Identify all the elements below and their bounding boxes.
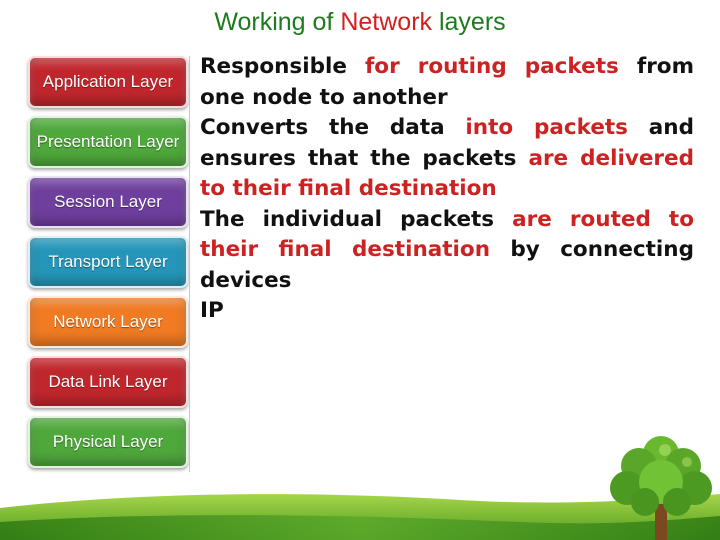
text-highlight: into packets bbox=[465, 115, 628, 140]
layer-network: Network Layer bbox=[28, 296, 188, 348]
text: Responsible bbox=[200, 54, 365, 79]
text: Converts the data bbox=[200, 115, 466, 140]
paragraph-packets: Converts the data into packets and ensur… bbox=[200, 113, 694, 205]
osi-layer-stack: Application Layer Presentation Layer Ses… bbox=[28, 56, 190, 474]
layer-label: Presentation Layer bbox=[36, 132, 180, 151]
paragraph-routed: The individual packets are routed to the… bbox=[200, 205, 694, 297]
slide-title: Working of Network layers bbox=[0, 8, 720, 37]
layer-transport: Transport Layer bbox=[28, 236, 188, 288]
layer-physical: Physical Layer bbox=[28, 416, 188, 468]
title-text-2: layers bbox=[432, 8, 506, 36]
layer-label: Session Layer bbox=[54, 192, 162, 211]
layer-presentation: Presentation Layer bbox=[28, 116, 188, 168]
title-highlight: Network bbox=[340, 8, 433, 36]
tree-icon bbox=[610, 436, 712, 540]
text: by connecting devices bbox=[200, 237, 694, 293]
layer-data-link: Data Link Layer bbox=[28, 356, 188, 408]
text: and ensures that the packets bbox=[200, 115, 694, 171]
layer-session: Session Layer bbox=[28, 176, 188, 228]
layer-label: Transport Layer bbox=[48, 252, 168, 271]
text-highlight: for routing packets bbox=[364, 54, 619, 79]
layer-label: Physical Layer bbox=[52, 432, 164, 451]
layer-label: Application Layer bbox=[42, 72, 174, 91]
description-text: Responsible for routing packets from one… bbox=[200, 52, 694, 327]
paragraph-routing: Responsible for routing packets from one… bbox=[200, 52, 694, 113]
layer-label: Data Link Layer bbox=[48, 372, 168, 391]
layer-label: Network Layer bbox=[53, 312, 163, 331]
text-highlight: are delivered to their final destination bbox=[200, 145, 694, 202]
grass-hill-decoration bbox=[0, 494, 720, 540]
text: The individual packets bbox=[200, 206, 513, 232]
title-text-1: Working of bbox=[214, 8, 341, 36]
text-highlight: are routed to their final destination bbox=[200, 206, 694, 263]
layer-application: Application Layer bbox=[28, 56, 188, 108]
paragraph-ip: IP bbox=[200, 298, 224, 323]
text: from one node to another bbox=[200, 54, 694, 110]
divider-line bbox=[189, 56, 190, 472]
